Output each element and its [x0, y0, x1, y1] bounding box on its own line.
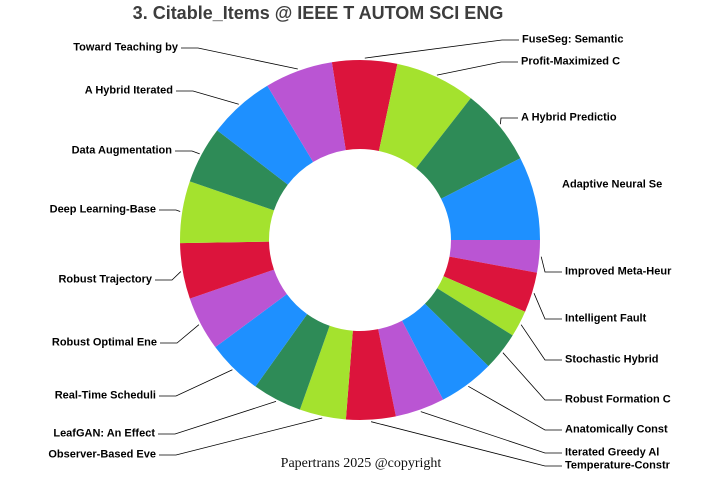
segment-label: Iterated Greedy Al — [565, 446, 660, 459]
leader-line — [420, 411, 562, 454]
segment-label: A Hybrid Iterated — [84, 84, 173, 97]
chart-footer: Papertrans 2025 @copyright — [280, 456, 442, 471]
leader-line — [502, 352, 562, 401]
leader-line — [159, 209, 181, 212]
pie-segment — [424, 288, 513, 367]
segment-label: Profit-Maximized C — [521, 55, 621, 68]
pie-segment — [267, 62, 346, 162]
segment-label: Stochastic Hybrid — [565, 353, 659, 366]
pie-segment — [443, 256, 537, 312]
pie-segment — [378, 63, 471, 169]
pie-segment — [441, 158, 540, 240]
leader-line — [533, 293, 562, 320]
pie-segment — [449, 240, 540, 273]
segment-label: Deep Learning-Base — [49, 203, 156, 216]
pie-segment — [378, 320, 444, 417]
leader-line — [160, 324, 200, 344]
segment-label: Adaptive Neural Se — [562, 178, 663, 191]
pie-segment — [215, 294, 308, 387]
segment-label: Anatomically Const — [565, 423, 668, 436]
leader-line — [159, 417, 323, 456]
segment-label: Robust Optimal Ene — [51, 336, 157, 349]
pie-segment — [416, 98, 521, 199]
leader-line — [500, 117, 518, 125]
segment-label: Data Augmentation — [71, 144, 172, 157]
leader-line — [468, 385, 562, 431]
leader-line — [158, 401, 277, 435]
segment-label: Robust Formation C — [565, 393, 671, 406]
segment-label: LeafGAN: An Effect — [53, 427, 155, 440]
leader-line — [176, 90, 239, 105]
leader-line — [520, 324, 562, 361]
pie-segment — [217, 85, 314, 185]
leader-line — [371, 421, 562, 467]
pie-segment — [345, 329, 396, 421]
leader-line — [364, 39, 519, 59]
leader-line — [181, 47, 298, 70]
leader-line — [436, 61, 518, 76]
pie-segment — [299, 325, 353, 420]
pie-segment — [189, 269, 287, 348]
segment-label: Real-Time Scheduli — [54, 389, 156, 402]
leader-line — [159, 369, 233, 397]
segment-label: Intelligent Fault — [565, 312, 647, 325]
chart-title: 3. Citable_Items @ IEEE T AUTOM SCI ENG — [132, 3, 504, 23]
pie-segment — [180, 241, 274, 299]
leader-line — [540, 256, 562, 273]
segment-label: Robust Trajectory — [58, 273, 152, 286]
segment-label: Temperature-Constr — [565, 459, 670, 472]
pie-segment — [189, 130, 288, 211]
segment-label: Improved Meta-Heur — [565, 265, 672, 278]
pie-segment — [331, 60, 398, 151]
leader-line — [175, 150, 200, 155]
segment-label: Observer-Based Eve — [48, 448, 156, 461]
segment-label: FuseSeg: Semantic — [522, 33, 624, 46]
segment-label: Toward Teaching by — [73, 41, 178, 54]
pie-segment — [437, 276, 526, 336]
leader-line — [155, 271, 182, 281]
pie-segment — [402, 303, 489, 400]
pie-segment — [255, 314, 330, 410]
pie-segment — [180, 181, 274, 244]
segment-label: A Hybrid Predictio — [521, 111, 617, 124]
